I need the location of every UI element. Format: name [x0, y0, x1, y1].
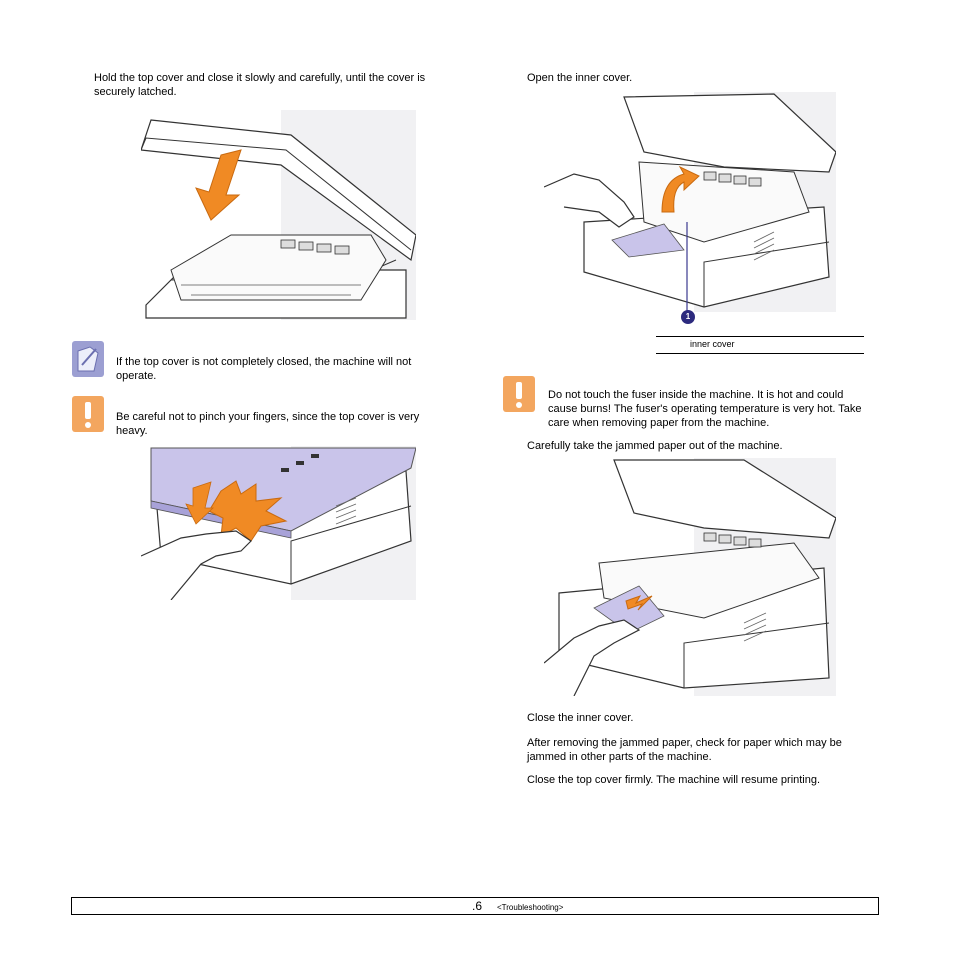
caution-text-pinch: Be careful not to pinch your fingers, si…: [116, 411, 420, 437]
pinch-warning-illustration: [141, 446, 416, 600]
caption-inner-cover: inner cover: [690, 339, 735, 349]
callout-number-badge: 1: [681, 310, 695, 324]
page-number: .6: [472, 899, 483, 913]
section-name: <Troubleshooting>: [497, 903, 564, 912]
step-close-top-text: Close the top cover firmly. The machine …: [527, 774, 821, 786]
step-check-paper-text: After removing the jammed paper, check f…: [527, 737, 842, 763]
note-icon: [72, 341, 104, 377]
removing-jammed-paper-illustration: [544, 458, 836, 696]
caption-top-rule: [656, 336, 864, 337]
printer-closing-cover-illustration: [141, 110, 416, 320]
step-close-cover-text: Hold the top cover and close it slowly a…: [94, 72, 426, 98]
caption-bottom-rule: [656, 353, 864, 354]
printer-inner-cover-illustration: [544, 92, 836, 325]
note-text: If the top cover is not completely close…: [116, 356, 412, 382]
caution-text-fuser: Do not touch the fuser inside the machin…: [548, 389, 862, 429]
caution-icon: [72, 396, 104, 432]
step-close-inner-text: Close the inner cover.: [527, 712, 634, 724]
caution-icon: [503, 376, 535, 412]
page-footer: .6 <Troubleshooting>: [71, 897, 879, 915]
step-open-inner-text: Open the inner cover.: [527, 72, 633, 84]
step-take-paper-text: Carefully take the jammed paper out of t…: [527, 440, 783, 452]
